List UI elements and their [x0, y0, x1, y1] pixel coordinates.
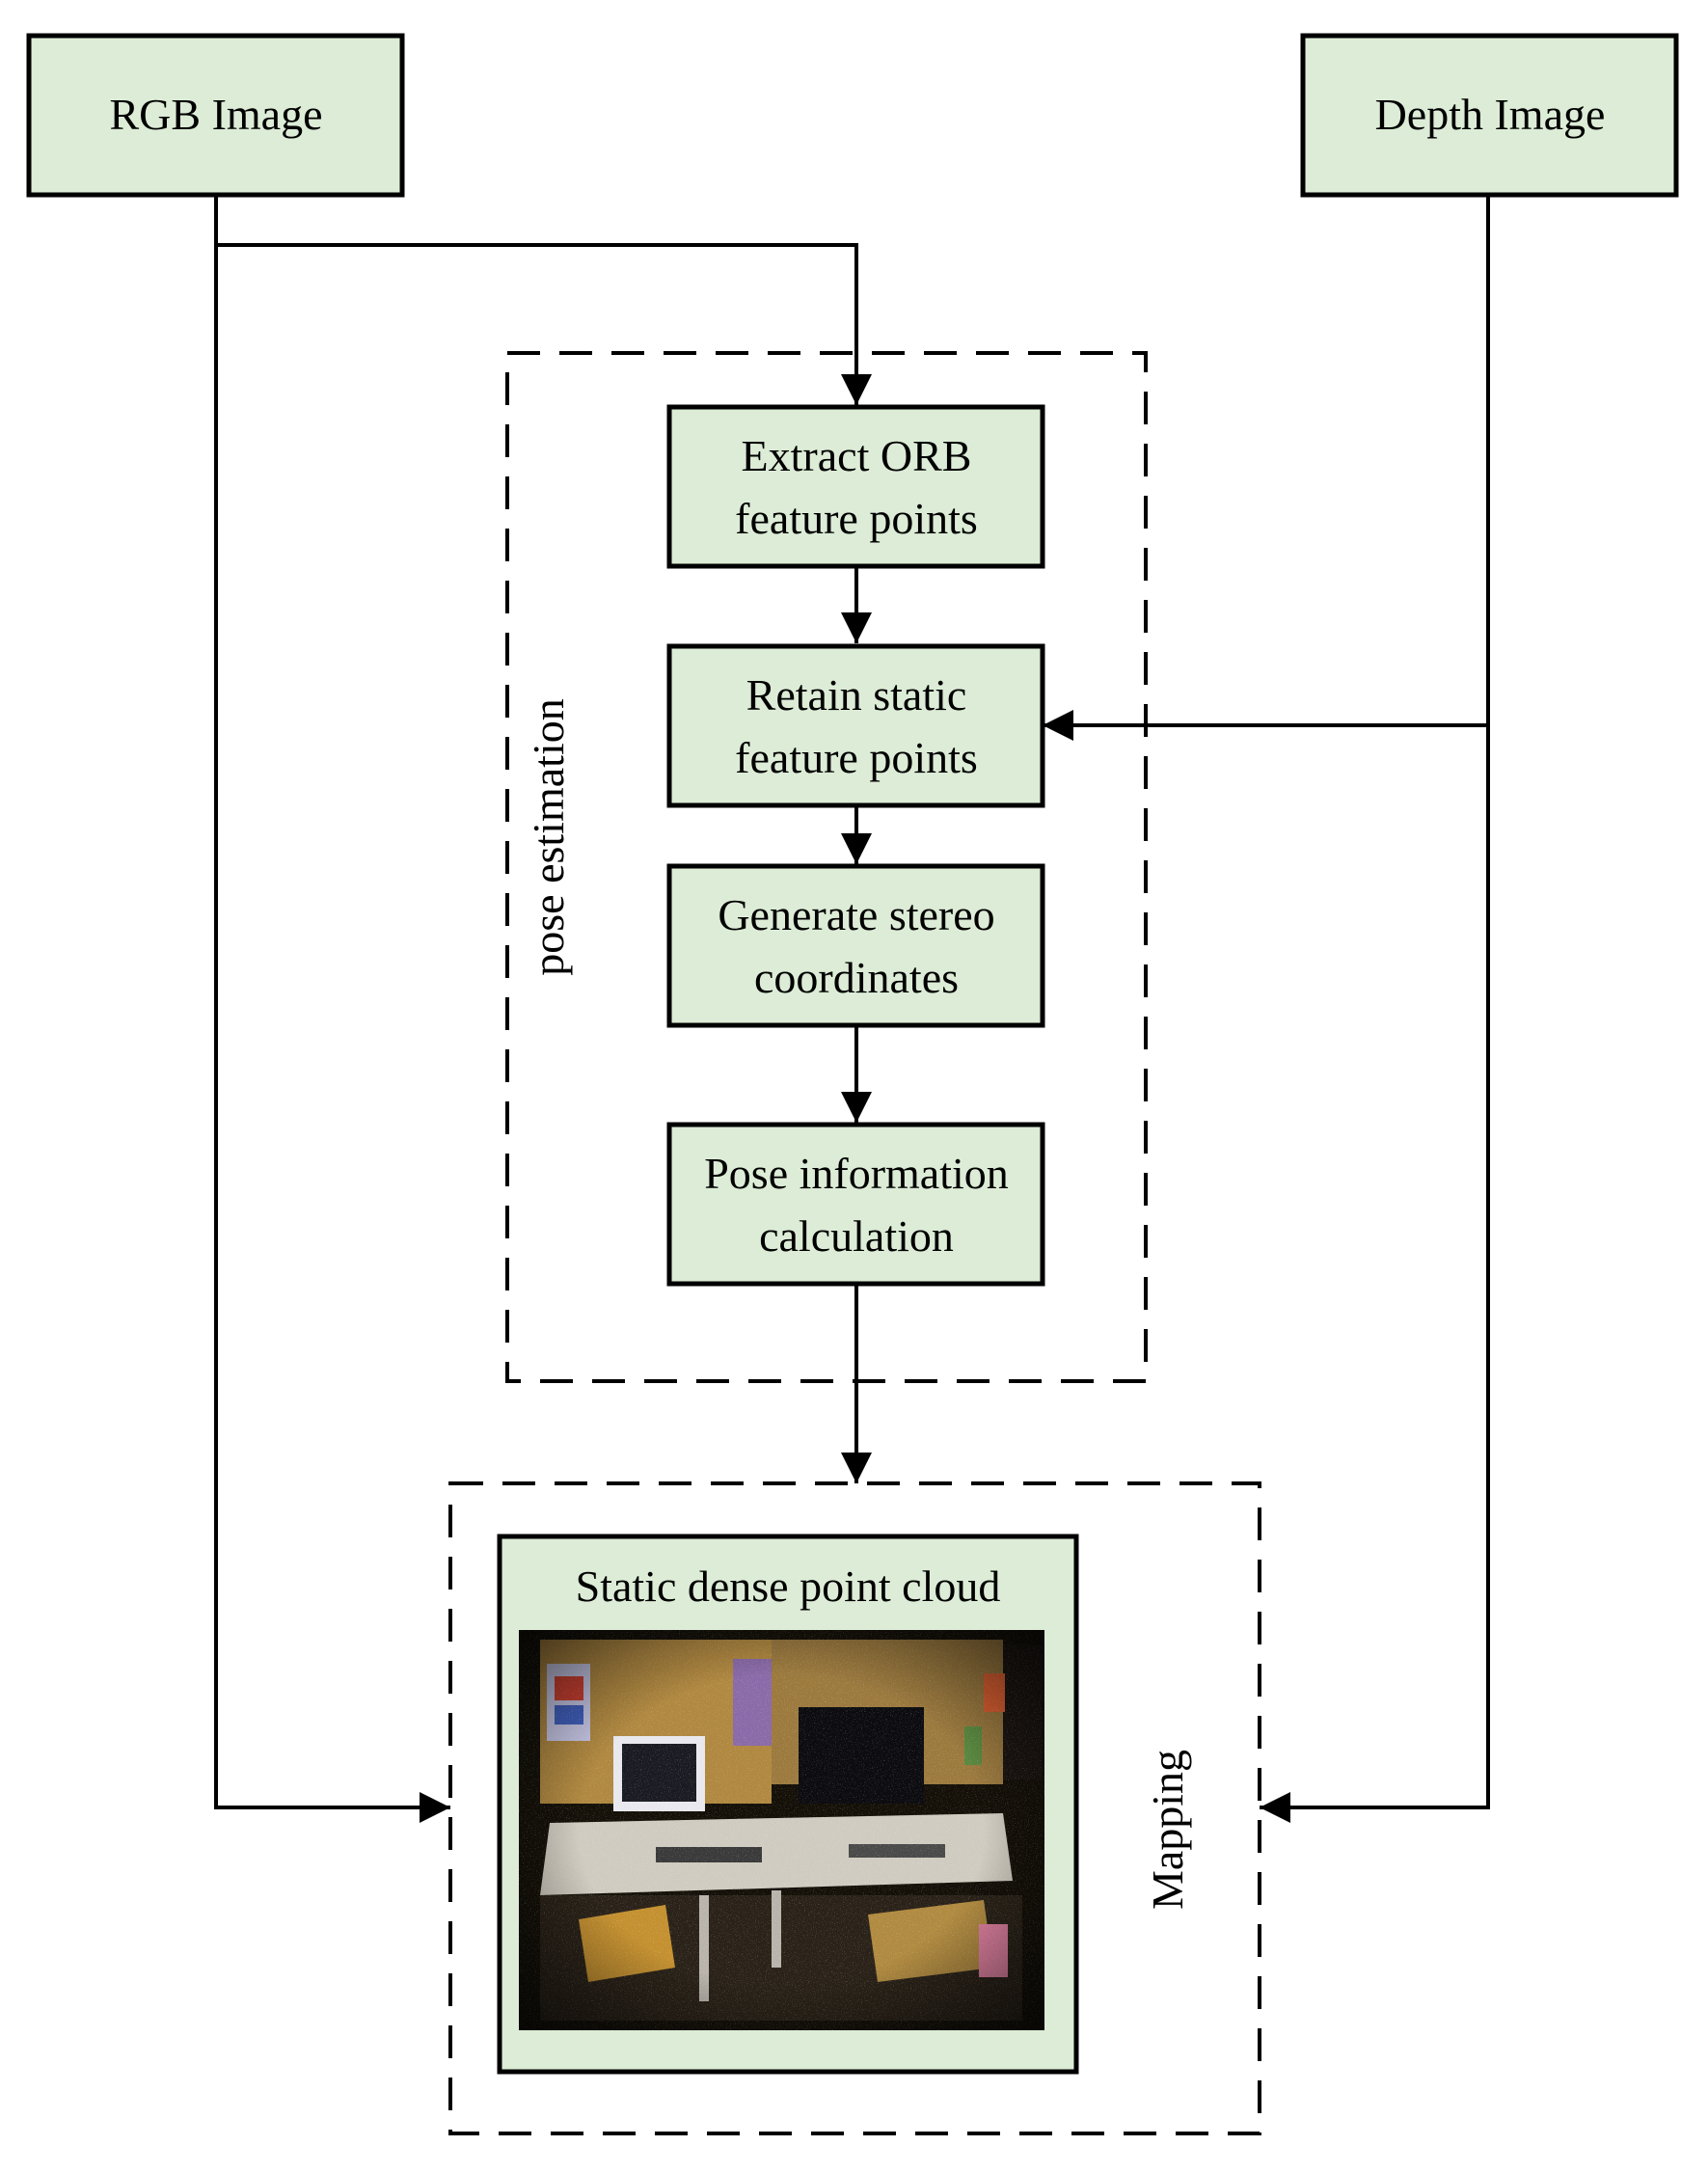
point-cloud-node: Static dense point cloud: [497, 1534, 1079, 2075]
edge-depth-to-mapping: [1260, 725, 1490, 1823]
pose-info-box: [666, 1122, 1045, 1287]
depth-image-box: [1300, 33, 1679, 198]
retain-static-node: Retain static feature points: [666, 643, 1045, 808]
point-cloud-label: Static dense point cloud: [576, 1562, 1001, 1611]
extract-orb-line2: feature points: [735, 494, 978, 543]
pose-info-node: Pose information calculation: [666, 1122, 1045, 1287]
extract-orb-line1: Extract ORB: [742, 431, 972, 480]
generate-stereo-line1: Generate stereo: [718, 890, 994, 939]
mapping-label: Mapping: [1143, 1750, 1192, 1910]
edge-rgb-to-extract: [214, 195, 872, 405]
pose-estimation-label: pose estimation: [524, 698, 573, 975]
depth-image-node: Depth Image: [1300, 33, 1679, 198]
generate-stereo-line2: coordinates: [754, 953, 959, 1002]
rgb-image-box: [26, 33, 405, 198]
generate-stereo-node: Generate stereo coordinates: [666, 863, 1045, 1028]
rgb-image-label: RGB Image: [109, 90, 322, 139]
retain-static-line1: Retain static: [746, 670, 967, 720]
retain-static-line2: feature points: [735, 733, 978, 782]
rgb-image-node: RGB Image: [26, 33, 405, 198]
pose-info-line1: Pose information: [704, 1149, 1009, 1198]
depth-image-label: Depth Image: [1375, 90, 1606, 139]
edge-rgb-to-mapping: [214, 245, 450, 1823]
extract-orb-box: [666, 404, 1045, 569]
retain-static-box: [666, 643, 1045, 808]
pose-estimation-group: [505, 351, 1148, 1383]
pose-info-line2: calculation: [759, 1211, 954, 1261]
point-cloud-image: [519, 1630, 1044, 2030]
edge-depth-to-retain: [1043, 195, 1490, 741]
generate-stereo-box: [666, 863, 1045, 1028]
extract-orb-node: Extract ORB feature points: [666, 404, 1045, 569]
